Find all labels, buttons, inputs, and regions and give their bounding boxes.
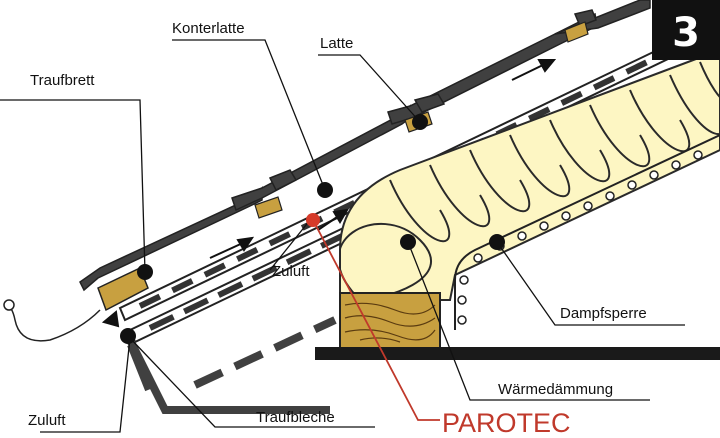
roof-tiles: [79, 0, 651, 292]
label-traufbrett: Traufbrett: [30, 72, 95, 89]
gutter: [4, 304, 101, 342]
parotec-dot: [306, 213, 320, 227]
leader-lines: [0, 39, 685, 433]
insulation: [339, 48, 720, 301]
callout-dots: [120, 114, 505, 344]
label-zuluft-mid: Zuluft: [272, 263, 310, 280]
step-badge: [652, 0, 720, 60]
eave-board: [97, 266, 149, 312]
label-dampfsperre: Dampfsperre: [560, 305, 647, 322]
floor-slab: [315, 347, 720, 360]
label-konterlatte: Konterlatte: [172, 20, 245, 37]
airflow-arrows: [101, 59, 557, 328]
label-parotec: PAROTEC: [442, 408, 571, 438]
gutter-end: [3, 299, 15, 311]
step-badge-number: 3: [672, 10, 700, 56]
parotec-leader: [312, 219, 440, 421]
eave-flashing: [121, 316, 337, 414]
label-latte: Latte: [320, 35, 353, 52]
label-traufbleche: Traufbleche: [256, 409, 335, 426]
label-zuluft-bottom: Zuluft: [28, 412, 66, 429]
label-waermedaemmung: Wärmedämmung: [498, 381, 613, 398]
